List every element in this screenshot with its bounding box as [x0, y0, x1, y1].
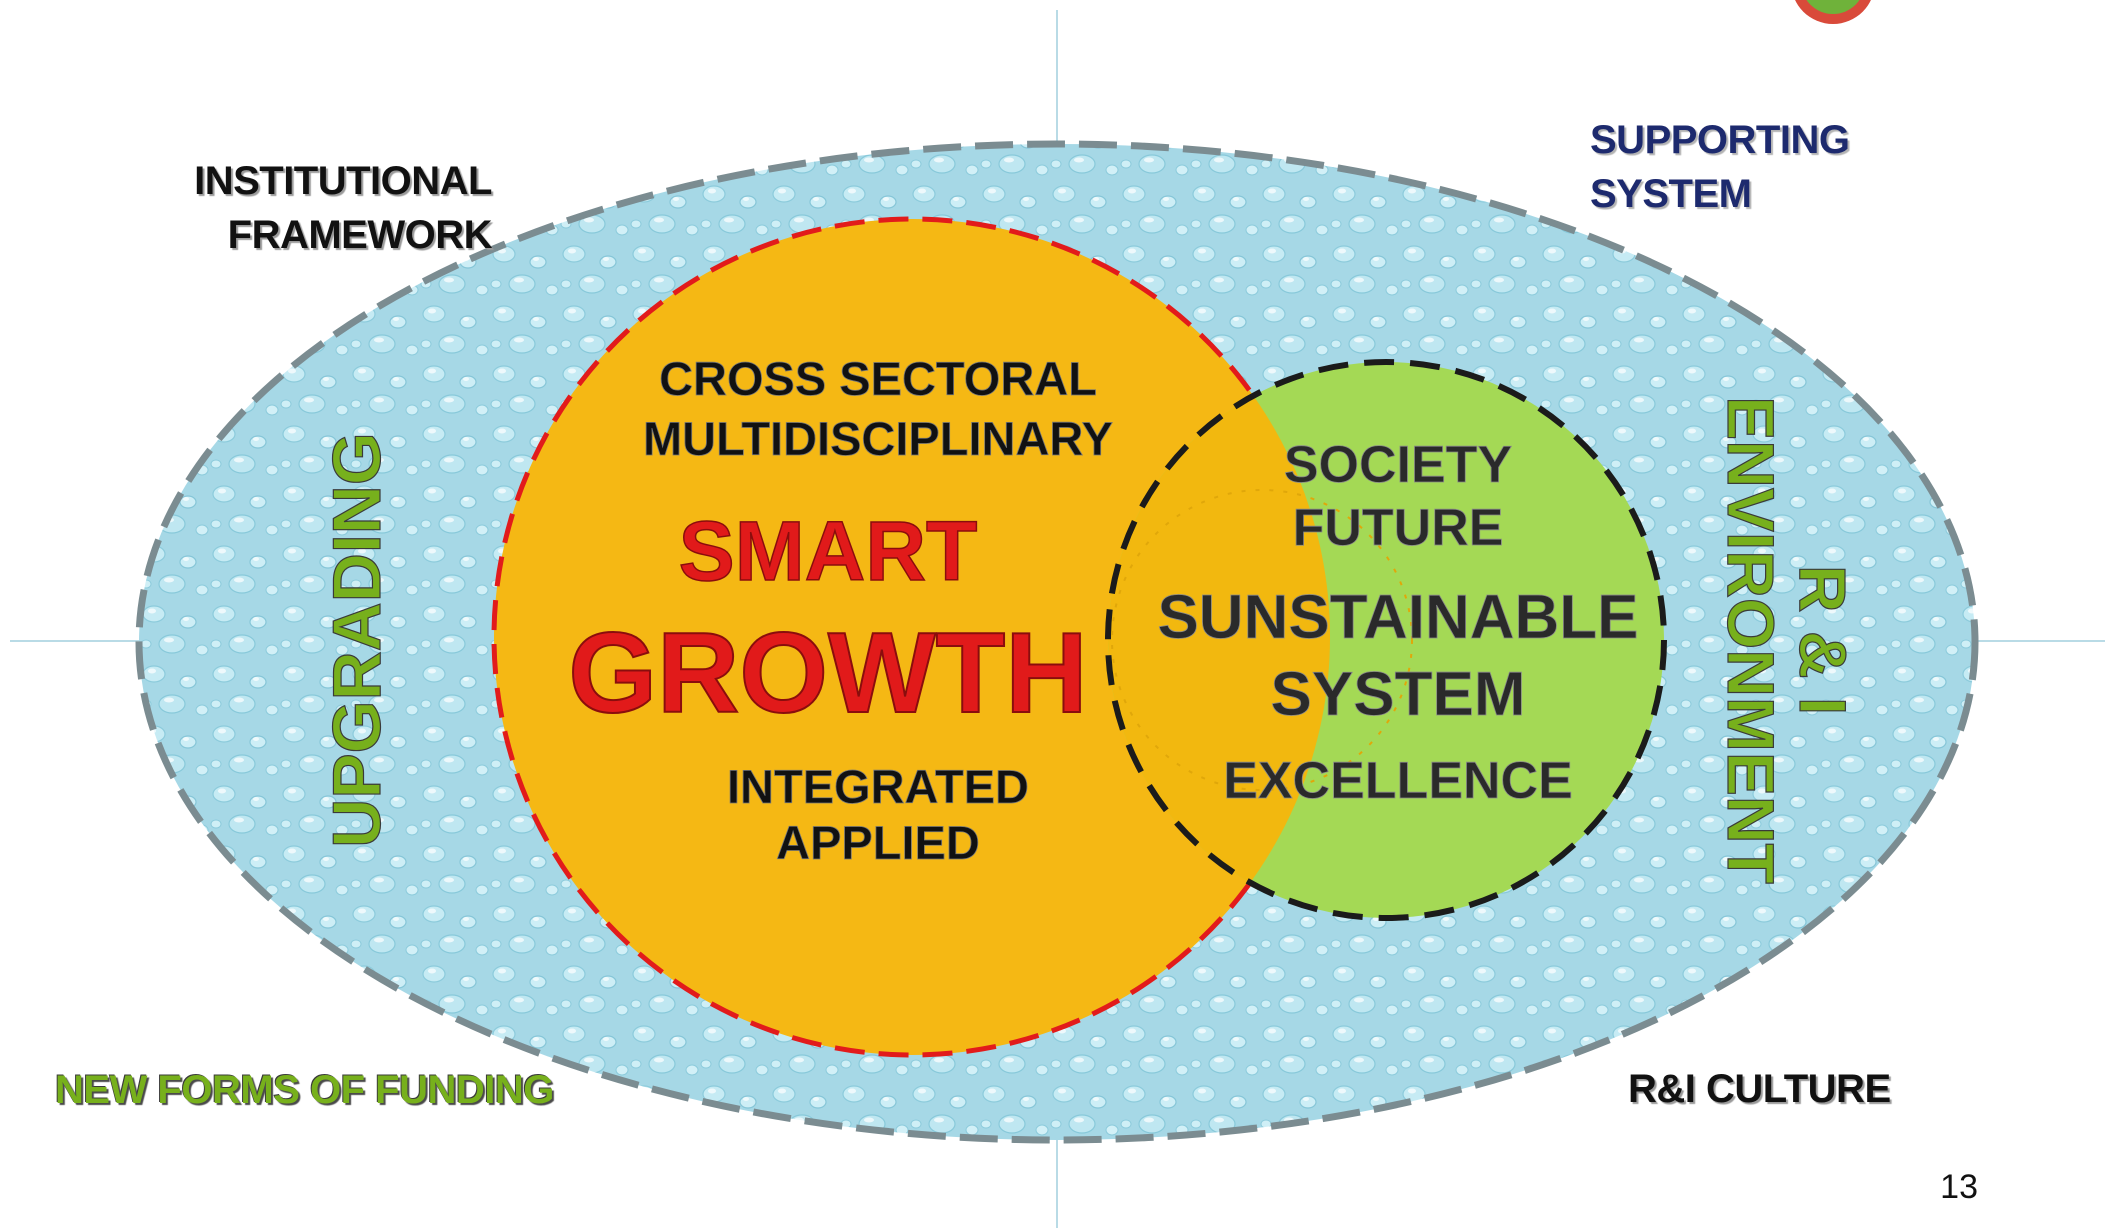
smart-title-line-2: GROWTH: [568, 610, 1087, 737]
ri-environment-line-2: ENVIRONMENT: [1714, 396, 1788, 884]
logo-icon: [1795, 0, 1871, 24]
upgrading-label: UPGRADING: [319, 432, 395, 848]
smart-top-line-2: MULTIDISCIPLINARY: [643, 412, 1113, 465]
institutional-line-2: FRAMEWORK: [227, 213, 493, 257]
supporting-line-1: SUPPORTING: [1590, 118, 1850, 162]
sustain-title-line-1: SUNSTAINABLE: [1157, 583, 1638, 652]
sustain-top-line-1: SOCIETY: [1284, 436, 1512, 494]
sustain-top-line-2: FUTURE: [1293, 499, 1504, 557]
ri-environment-line-1: R & I: [1786, 565, 1860, 715]
ri-culture-label: R&I CULTURE: [1628, 1067, 1891, 1111]
new-forms-of-funding-label: NEW FORMS OF FUNDING: [55, 1068, 554, 1112]
institutional-line-1: INSTITUTIONAL: [194, 159, 492, 203]
sustain-title-line-2: SYSTEM: [1271, 660, 1526, 729]
supporting-system-label: SUPPORTING SYSTEM: [1590, 113, 1850, 221]
sustainable-circle-border: [1105, 359, 1667, 921]
smart-top-line-1: CROSS SECTORAL: [659, 352, 1097, 405]
smart-title-line-1: SMART: [679, 504, 978, 598]
smart-bottom-line-1: INTEGRATED: [727, 760, 1029, 813]
overlap-arc: [1111, 489, 1413, 791]
institutional-framework-label: INSTITUTIONAL FRAMEWORK: [170, 154, 492, 262]
page-number: 13: [1940, 1168, 1978, 1206]
sustain-bottom-line: EXCELLENCE: [1223, 752, 1573, 810]
smart-bottom-line-2: APPLIED: [776, 816, 980, 869]
supporting-line-2: SYSTEM: [1590, 172, 1752, 216]
